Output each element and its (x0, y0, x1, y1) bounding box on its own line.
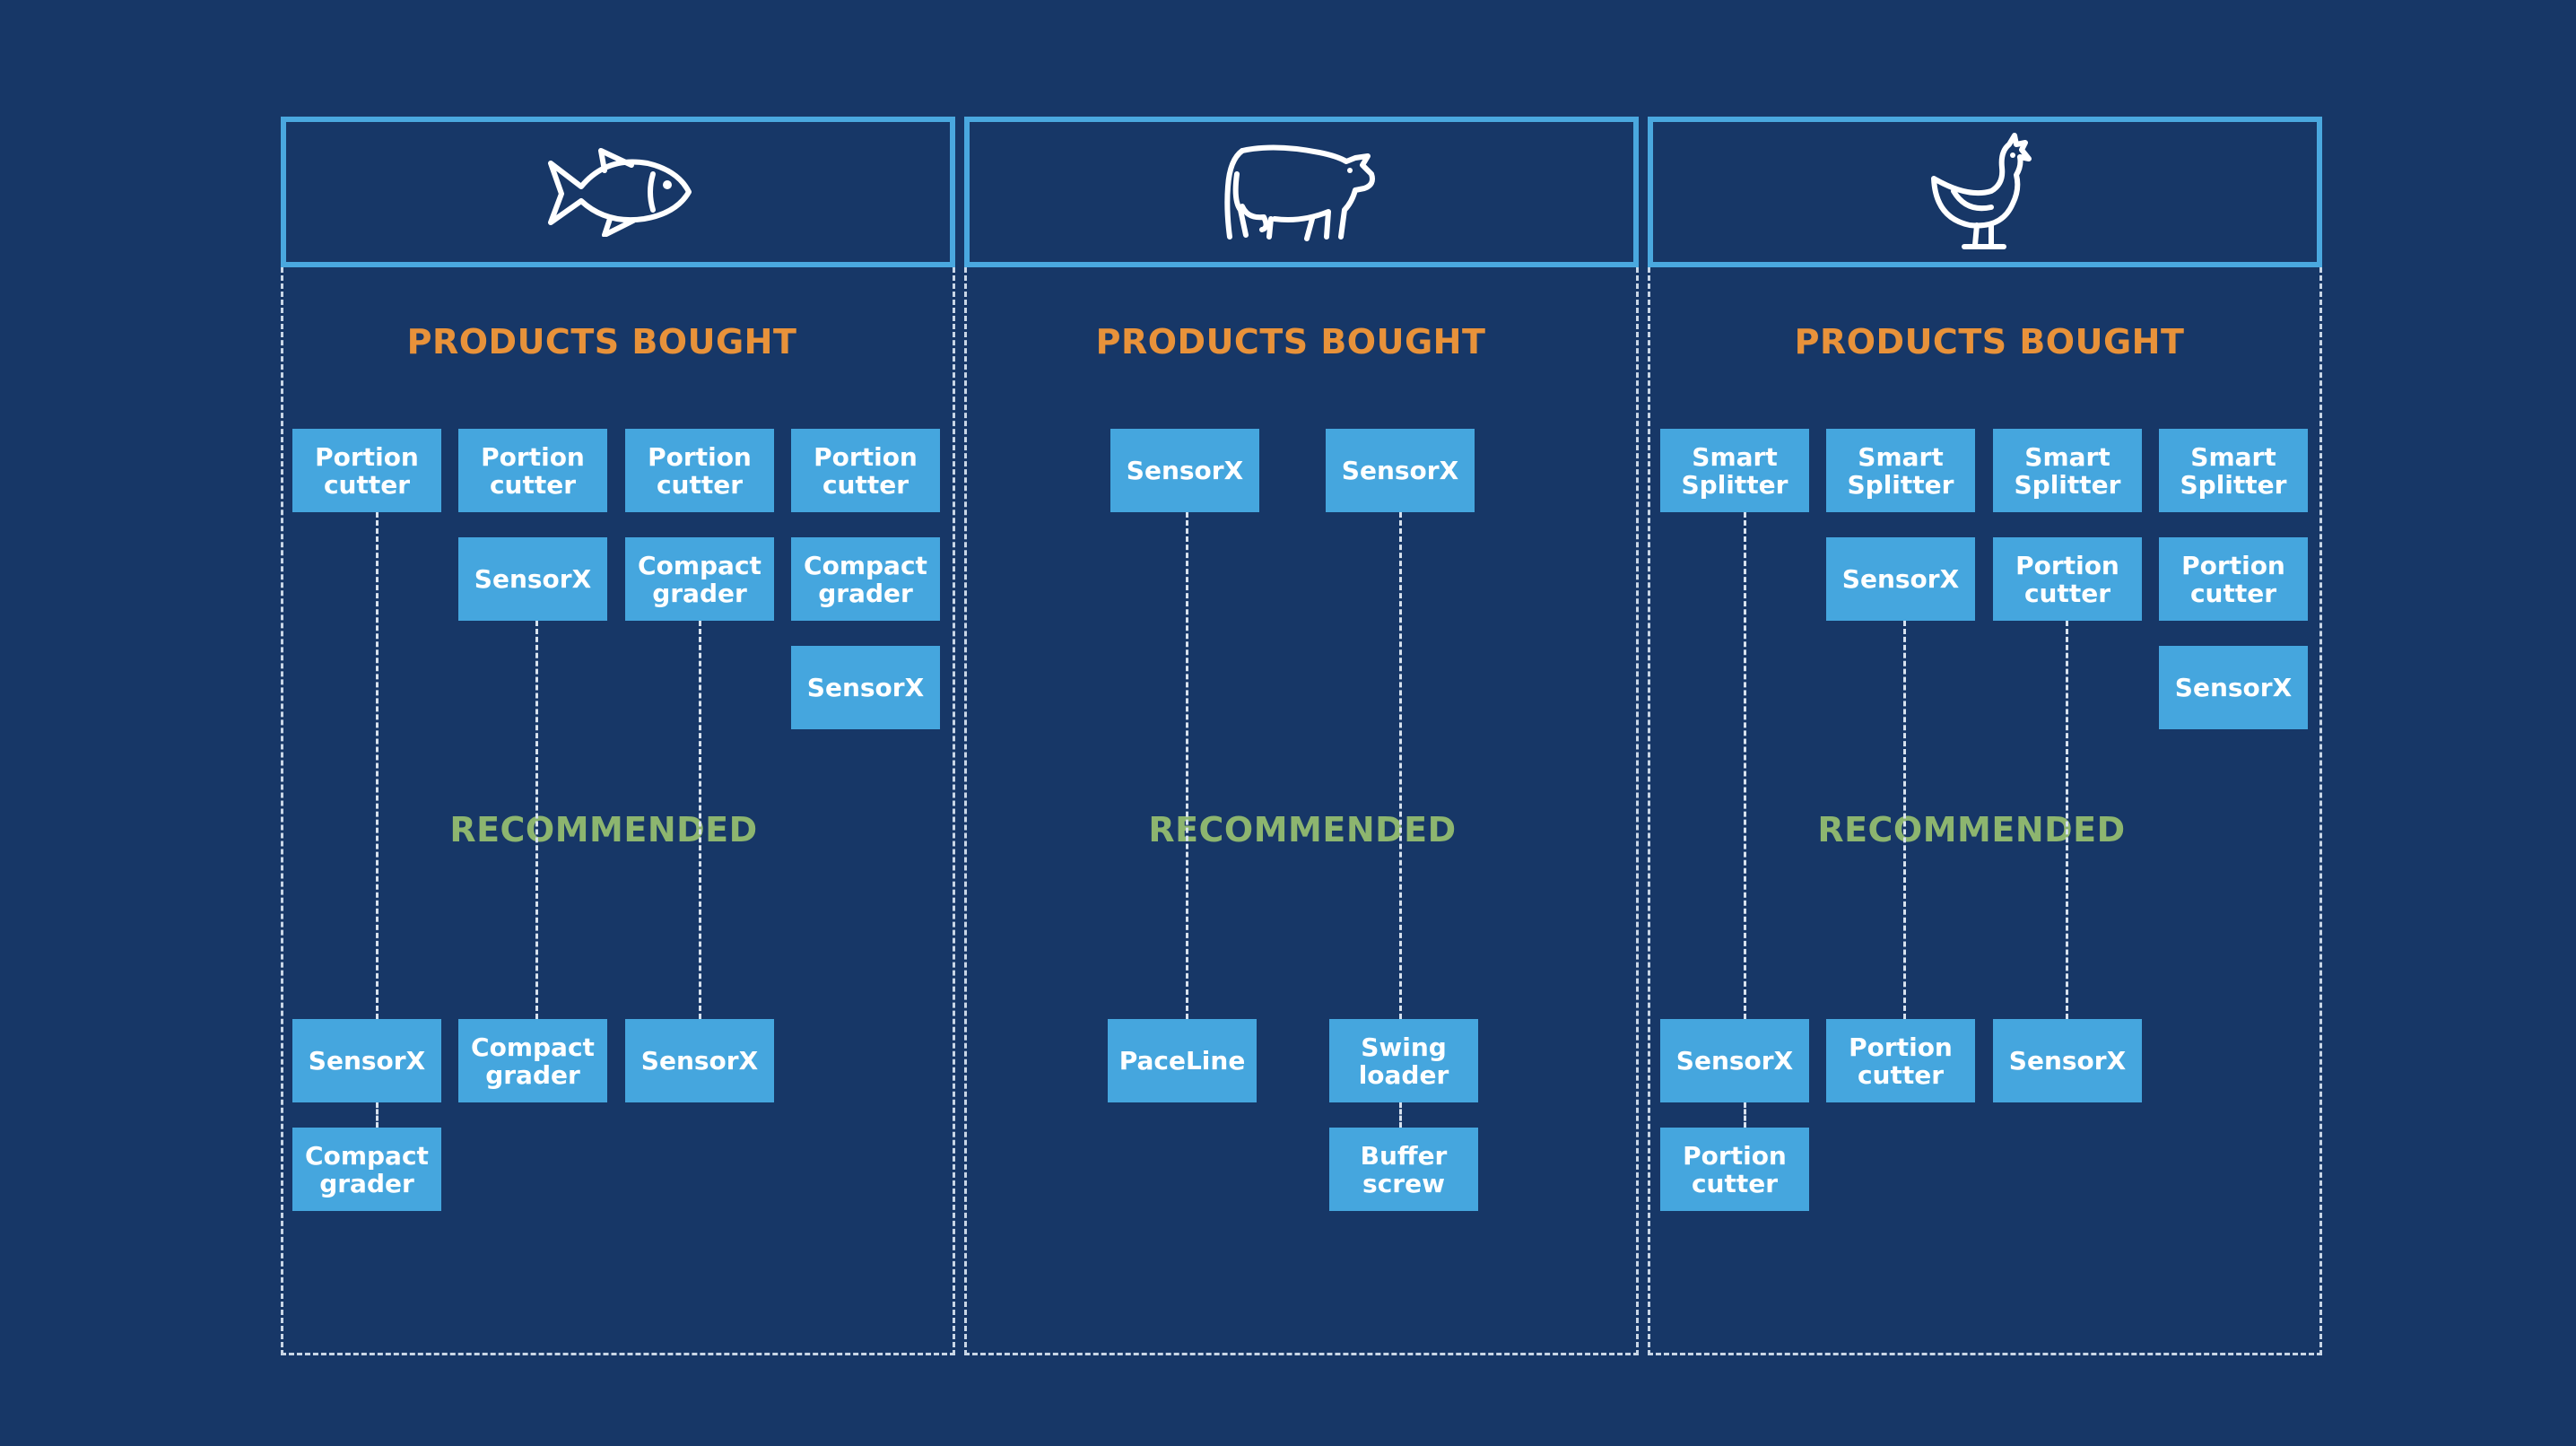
recommended-box[interactable]: SensorX (292, 1019, 441, 1102)
recommended-title: RECOMMENDED (1148, 810, 1457, 849)
recommended-box[interactable]: SensorX (625, 1019, 774, 1102)
product-box[interactable]: Portion cutter (791, 429, 940, 512)
connector-line (2066, 621, 2068, 1019)
product-box[interactable]: SensorX (1326, 429, 1475, 512)
product-box[interactable]: Smart Splitter (1660, 429, 1809, 512)
panel-fish-body (281, 267, 955, 1355)
product-box[interactable]: Portion cutter (292, 429, 441, 512)
recommended-title: RECOMMENDED (1817, 810, 2126, 849)
product-box[interactable]: Smart Splitter (1826, 429, 1975, 512)
panel-chicken-header (1648, 117, 2322, 267)
recommended-box[interactable]: Portion cutter (1660, 1128, 1809, 1211)
product-box[interactable]: Portion cutter (1993, 537, 2142, 621)
chicken-icon (1931, 133, 2032, 249)
product-box[interactable]: SensorX (1110, 429, 1259, 512)
recommended-box[interactable]: SensorX (1660, 1019, 1809, 1102)
connector-line (376, 1102, 379, 1128)
products-bought-title: PRODUCTS BOUGHT (406, 322, 797, 362)
products-bought-title: PRODUCTS BOUGHT (1095, 322, 1486, 362)
connector-line (1744, 512, 1746, 1019)
panel-cow-header (964, 117, 1639, 267)
connector-line (1744, 1102, 1746, 1128)
product-box[interactable]: Smart Splitter (2159, 429, 2308, 512)
product-box[interactable]: SensorX (2159, 646, 2308, 729)
connector-line (1399, 512, 1402, 1019)
connector-line (1186, 512, 1188, 1019)
cow-icon (1224, 144, 1375, 241)
product-box[interactable]: Compact grader (791, 537, 940, 621)
recommended-box[interactable]: PaceLine (1108, 1019, 1257, 1102)
connector-line (699, 621, 701, 1019)
recommended-box[interactable]: Swing loader (1329, 1019, 1478, 1102)
panel-chicken-body (1648, 267, 2322, 1355)
product-box[interactable]: Portion cutter (2159, 537, 2308, 621)
connector-line (535, 621, 538, 1019)
connector-line (376, 512, 379, 1019)
product-box[interactable]: Portion cutter (458, 429, 607, 512)
product-box[interactable]: SensorX (791, 646, 940, 729)
product-box[interactable]: Portion cutter (625, 429, 774, 512)
connector-line (1399, 1102, 1402, 1128)
product-box[interactable]: Compact grader (625, 537, 774, 621)
recommended-title: RECOMMENDED (449, 810, 758, 849)
recommended-box[interactable]: Compact grader (458, 1019, 607, 1102)
panel-fish-header (281, 117, 955, 267)
fish-icon (548, 148, 692, 237)
recommended-box[interactable]: Compact grader (292, 1128, 441, 1211)
recommended-box[interactable]: SensorX (1993, 1019, 2142, 1102)
product-box[interactable]: SensorX (458, 537, 607, 621)
connector-line (1903, 621, 1906, 1019)
product-box[interactable]: SensorX (1826, 537, 1975, 621)
panel-cow-body (964, 267, 1639, 1355)
products-bought-title: PRODUCTS BOUGHT (1794, 322, 2185, 362)
recommended-box[interactable]: Portion cutter (1826, 1019, 1975, 1102)
product-box[interactable]: Smart Splitter (1993, 429, 2142, 512)
recommended-box[interactable]: Buffer screw (1329, 1128, 1478, 1211)
